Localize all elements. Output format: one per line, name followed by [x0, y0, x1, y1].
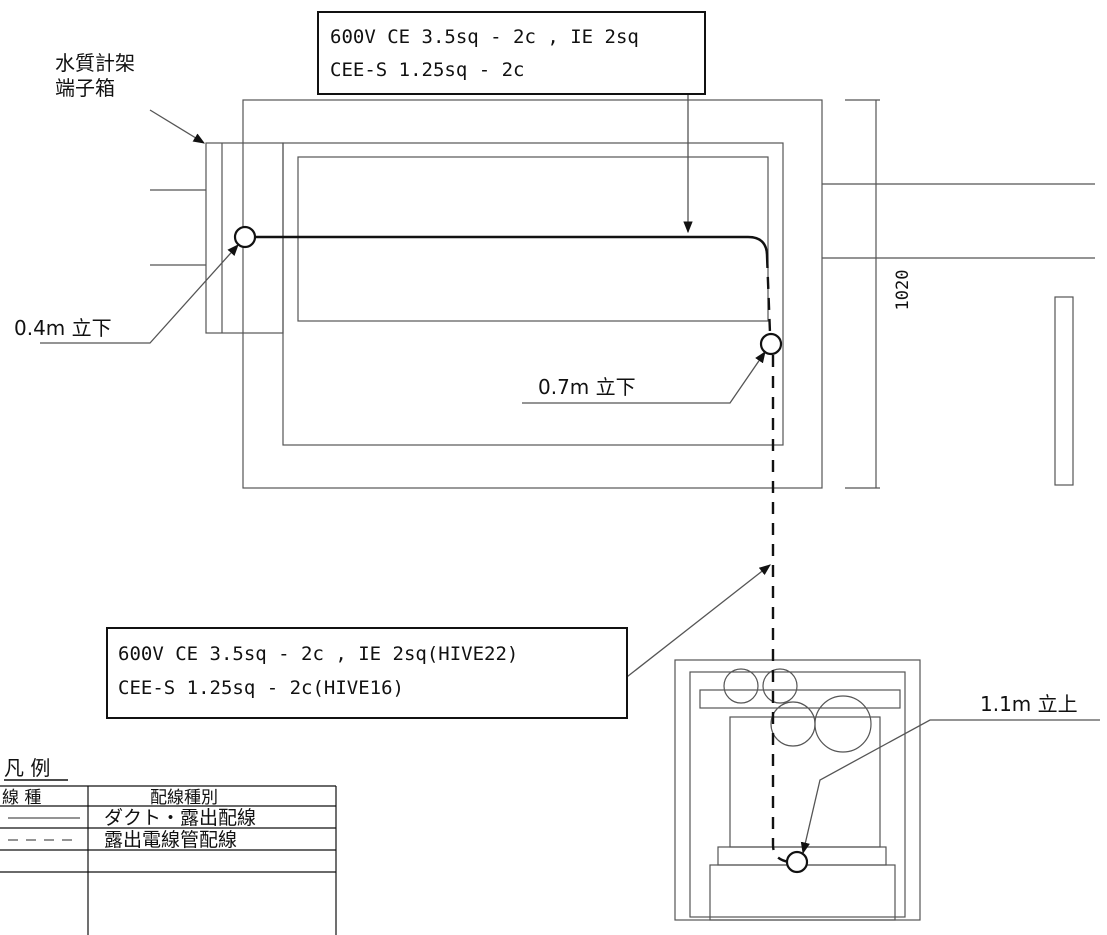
right-panel: [1054, 296, 1074, 486]
cable-spec-top-line2: CEE-S 1.25sq - 2c: [330, 59, 524, 81]
middle-frame: [282, 142, 784, 446]
cable-spec-bottom-line1: 600V CE 3.5sq - 2c , IE 2sq(HIVE22): [118, 643, 518, 665]
rise-right-label: 1.1m 立上: [980, 692, 1078, 716]
drop-point-mid: [759, 332, 783, 356]
terminal-box-label-line2: 端子箱: [55, 76, 115, 100]
terminal-box-label-line1: 水質計架: [55, 51, 135, 75]
dashed-route-2: [771, 355, 791, 864]
rise-point-right: [785, 850, 809, 874]
pipe-circle-1: [723, 668, 759, 704]
pipe-circle-4: [814, 695, 872, 753]
legend-row-1-label: ダクト・露出配線: [104, 807, 256, 829]
legend-col-type: 線 種: [2, 788, 41, 808]
legend-title: 凡 例: [4, 756, 50, 780]
cable-spec-top-box: [317, 11, 706, 95]
cable-spec-bottom-line2: CEE-S 1.25sq - 2c(HIVE16): [118, 677, 404, 699]
drop-point-left: [233, 225, 257, 249]
legend-row-2-label: 露出電線管配線: [104, 829, 237, 851]
drop-left-label: 0.4m 立下: [14, 316, 112, 340]
cable-spec-top-line1: 600V CE 3.5sq - 2c , IE 2sq: [330, 26, 639, 48]
pipe-circle-2: [762, 668, 798, 704]
outer-frame: [242, 99, 823, 489]
inner-frame: [297, 156, 769, 322]
drop-mid-label: 0.7m 立下: [538, 375, 636, 399]
cable-spec-bottom-box: [106, 627, 628, 719]
dimension-label: 1020: [893, 270, 913, 311]
wiring-route: [233, 225, 809, 874]
dimension-1020: [845, 99, 880, 489]
solid-route: [256, 235, 769, 257]
legend: 凡 例 線 種 配線種別 ダクト・露出配線 露出電線管配線: [0, 756, 337, 935]
legend-col-kind: 配線種別: [150, 788, 218, 808]
equipment-outlines: [150, 99, 1095, 489]
leaders: [40, 87, 1100, 855]
lower-equipment: [674, 659, 921, 921]
dashed-route-1: [765, 255, 772, 334]
